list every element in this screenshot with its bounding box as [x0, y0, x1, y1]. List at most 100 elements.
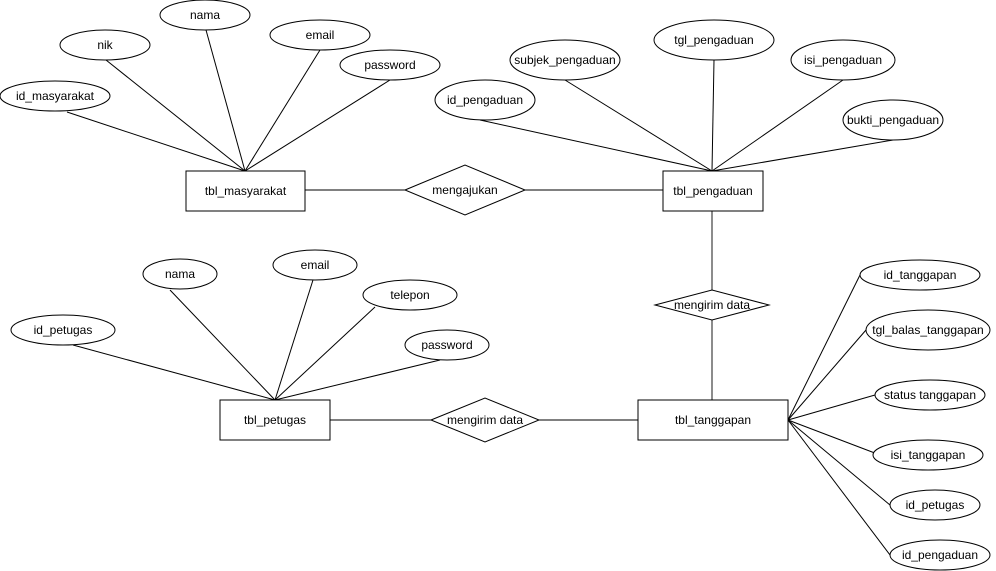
attribute-ellipse	[272, 249, 358, 281]
attribute-label: password	[421, 338, 472, 352]
attribute-label: nama	[165, 267, 195, 281]
line-petugas-attr	[169, 289, 276, 401]
attribute-label: isi_tanggapan	[891, 448, 966, 462]
attribute-label: isi_pengaduan	[804, 53, 882, 67]
attribute-masyarakat-nama[interactable]: nama	[159, 0, 251, 31]
line-tanggapan-attr	[787, 419, 891, 506]
line-petugas-attr	[72, 344, 276, 401]
entity-label: tbl_petugas	[244, 413, 306, 427]
line-tanggapan-attr	[787, 419, 891, 556]
attribute-petugas-id-petugas[interactable]: id_petugas	[10, 314, 116, 346]
attribute-label: email	[301, 258, 330, 272]
attribute-label: nama	[190, 8, 220, 22]
attribute-label: email	[306, 28, 335, 42]
entity-masyarakat[interactable]: tbl_masyarakat	[185, 170, 306, 212]
relationship-diamond	[403, 164, 527, 216]
attribute-ellipse	[404, 329, 490, 361]
relationship-diamond	[429, 397, 541, 443]
attribute-ellipse	[269, 19, 371, 51]
line-pengaduan-attr	[711, 79, 844, 172]
attribute-ellipse	[865, 309, 991, 351]
line-petugas-attr	[274, 306, 376, 401]
attribute-tanggapan-id-pengaduan[interactable]: id_pengaduan	[889, 539, 991, 571]
attribute-ellipse	[339, 49, 441, 81]
entity-label: tbl_masyarakat	[205, 184, 287, 198]
entity-box	[219, 399, 331, 441]
relationship-label: mengirim data	[674, 298, 750, 312]
entity-label: tbl_tanggapan	[675, 413, 751, 427]
attribute-masyarakat-id-masyarakat[interactable]: id_masyarakat	[0, 80, 111, 112]
line-pengaduan-attr	[479, 119, 713, 172]
entity-tanggapan[interactable]: tbl_tanggapan	[637, 399, 789, 441]
attribute-tanggapan-isi-tanggapan[interactable]: isi_tanggapan	[872, 439, 984, 471]
attribute-petugas-nama[interactable]: nama	[142, 258, 218, 290]
attribute-masyarakat-email[interactable]: email	[269, 19, 371, 51]
line-masyarakat-attr	[244, 49, 321, 172]
line-tanggapan-attr	[787, 419, 881, 456]
entity-petugas[interactable]: tbl_petugas	[219, 399, 331, 441]
attribute-masyarakat-password[interactable]: password	[339, 49, 441, 81]
attribute-masyarakat-nik[interactable]: nik	[59, 29, 151, 61]
relationship-mengirim-data-1[interactable]: mengirim data	[653, 289, 771, 321]
entity-box	[185, 170, 306, 212]
attribute-tanggapan-id-petugas[interactable]: id_petugas	[889, 489, 981, 521]
attribute-label: nik	[97, 38, 113, 52]
attribute-label: password	[364, 58, 415, 72]
attribute-label: bukti_pengaduan	[847, 113, 939, 127]
relationship-label: mengirim data	[447, 413, 523, 427]
attribute-ellipse	[159, 0, 251, 31]
attribute-label: id_masyarakat	[16, 89, 95, 103]
relationship-mengajukan[interactable]: mengajukan	[403, 164, 527, 216]
attribute-label: id_tanggapan	[884, 268, 957, 282]
attribute-ellipse	[874, 379, 986, 411]
attribute-label: id_petugas	[34, 323, 93, 337]
attribute-ellipse	[434, 79, 536, 121]
line-pengaduan-attr	[711, 59, 715, 172]
line-pengaduan-attr	[564, 79, 713, 172]
attribute-label: telepon	[390, 288, 429, 302]
attribute-ellipse	[142, 258, 218, 290]
line-tanggapan-attr	[787, 394, 876, 421]
attribute-tanggapan-status-tanggapan[interactable]: status tanggapan	[874, 379, 986, 411]
attribute-ellipse	[509, 39, 621, 81]
line-petugas-attr	[274, 359, 441, 401]
attribute-petugas-email[interactable]: email	[272, 249, 358, 281]
attribute-ellipse	[842, 99, 944, 141]
attribute-label: status tanggapan	[884, 388, 976, 402]
attribute-label: id_petugas	[906, 498, 965, 512]
entity-pengaduan[interactable]: tbl_pengaduan	[662, 170, 764, 212]
attribute-ellipse	[59, 29, 151, 61]
line-masyarakat-attr	[66, 111, 246, 172]
attribute-ellipse	[362, 279, 458, 311]
attribute-pengaduan-subjek-pengaduan[interactable]: subjek_pengaduan	[509, 39, 621, 81]
attribute-tanggapan-tgl-balas-tanggapan[interactable]: tgl_balas_tanggapan	[865, 309, 991, 351]
line-masyarakat-attr	[244, 79, 391, 172]
attribute-pengaduan-isi-pengaduan[interactable]: isi_pengaduan	[790, 39, 896, 81]
attribute-pengaduan-tgl-pengaduan[interactable]: tgl_pengaduan	[653, 19, 775, 61]
attribute-tanggapan-id-tanggapan[interactable]: id_tanggapan	[859, 259, 981, 291]
attribute-label: tgl_balas_tanggapan	[872, 323, 983, 337]
attribute-label: id_pengaduan	[902, 548, 978, 562]
entity-box	[637, 399, 789, 441]
line-masyarakat-attr	[105, 59, 246, 172]
attribute-ellipse	[889, 539, 991, 571]
attribute-ellipse	[653, 19, 775, 61]
attribute-ellipse	[889, 489, 981, 521]
relationship-diamond	[653, 289, 771, 321]
attribute-petugas-password[interactable]: password	[404, 329, 490, 361]
attribute-petugas-telepon[interactable]: telepon	[362, 279, 458, 311]
entity-label: tbl_pengaduan	[673, 184, 752, 198]
line-pengaduan-attr	[711, 139, 894, 172]
attribute-ellipse	[790, 39, 896, 81]
attribute-ellipse	[859, 259, 981, 291]
attribute-pengaduan-id-pengaduan[interactable]: id_pengaduan	[434, 79, 536, 121]
line-petugas-attr	[274, 279, 314, 401]
connector-lines	[66, 29, 894, 556]
attribute-pengaduan-bukti-pengaduan[interactable]: bukti_pengaduan	[842, 99, 944, 141]
relationship-mengirim-data-2[interactable]: mengirim data	[429, 397, 541, 443]
attribute-label: id_pengaduan	[447, 93, 523, 107]
attribute-ellipse	[0, 80, 111, 112]
line-tanggapan-attr	[787, 329, 867, 421]
